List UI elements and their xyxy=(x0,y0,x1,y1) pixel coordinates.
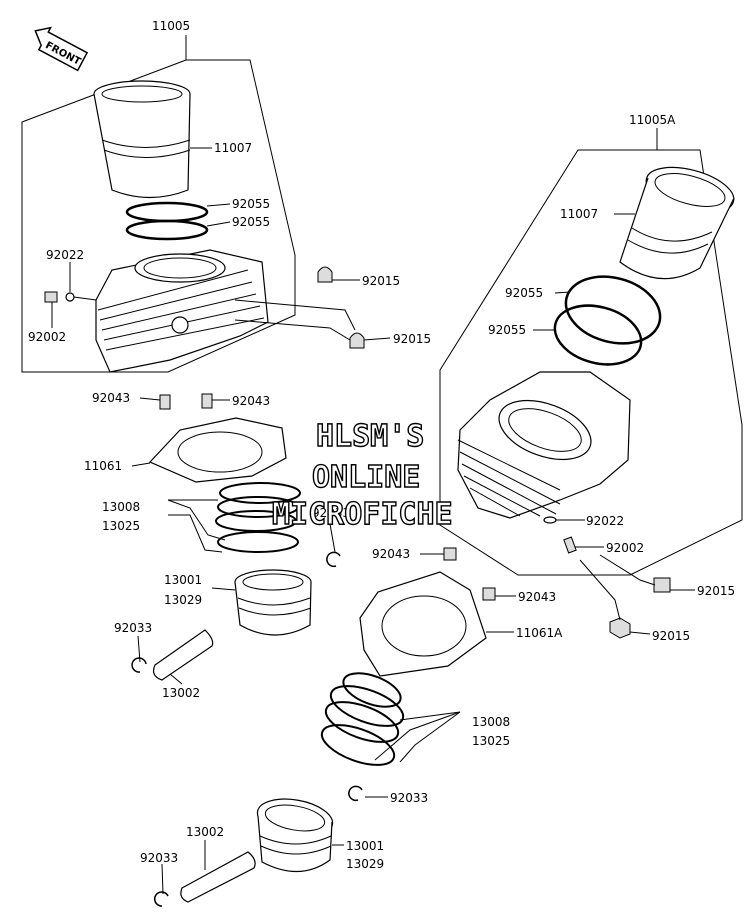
label-92033-left-2: 92033 xyxy=(114,621,152,635)
right-capnut-1 xyxy=(653,577,671,593)
left-oring-1 xyxy=(125,201,209,223)
label-92043-left-2: 92043 xyxy=(232,394,270,408)
label-92033-left-1: 92033 xyxy=(312,506,350,520)
label-13008-left: 13008 xyxy=(102,500,140,514)
right-oring-2 xyxy=(553,304,643,366)
label-92015-left-1: 92015 xyxy=(362,274,400,288)
right-circlip-2 xyxy=(153,891,169,907)
watermark-line-2: ONLINE xyxy=(312,460,420,495)
left-circlip-1 xyxy=(326,551,341,568)
left-ring-1 xyxy=(219,482,301,504)
left-dowel-2 xyxy=(201,393,213,409)
right-bolt xyxy=(563,536,577,554)
left-piston xyxy=(234,569,312,636)
left-circlip-2 xyxy=(131,657,147,673)
label-13025-left: 13025 xyxy=(102,519,140,533)
label-13001-right: 13001 xyxy=(346,839,384,853)
label-13002-left: 13002 xyxy=(162,686,200,700)
right-capnut-2 xyxy=(609,617,631,639)
left-cylinder-group: 11005 11007 92055 92055 92022 92002 9201… xyxy=(21,19,431,700)
watermark: HLSM'S ONLINE MICROFICHE xyxy=(271,418,453,532)
right-base-gasket xyxy=(359,571,487,677)
label-92022-left: 92022 xyxy=(46,248,84,262)
right-cylinder-block xyxy=(457,371,631,519)
label-92043-left-1: 92043 xyxy=(92,391,130,405)
left-oring-2 xyxy=(125,219,209,241)
label-11005A: 11005A xyxy=(629,113,676,127)
right-liner xyxy=(619,166,735,280)
label-11061: 11061 xyxy=(84,459,122,473)
label-92002-left: 92002 xyxy=(28,330,66,344)
left-piston-pin xyxy=(152,629,214,681)
label-11061A: 11061A xyxy=(516,626,563,640)
left-ring-4 xyxy=(217,531,299,553)
right-ring-4 xyxy=(320,724,396,766)
left-liner xyxy=(93,80,191,199)
left-ring-2 xyxy=(217,496,299,518)
right-circlip-1 xyxy=(348,785,363,802)
left-base-gasket xyxy=(148,417,287,483)
right-ring-1 xyxy=(342,672,402,708)
label-92022-right: 92022 xyxy=(586,514,624,528)
label-92055-left-1: 92055 xyxy=(232,197,270,211)
left-cylinder-block xyxy=(95,249,269,373)
left-capnut-1 xyxy=(317,266,333,283)
label-13008-right: 13008 xyxy=(472,715,510,729)
left-ring-3 xyxy=(215,510,297,532)
right-cylinder-group: 11005A 11007 92055 92055 92022 92002 920… xyxy=(140,113,743,907)
label-92055-right-1: 92055 xyxy=(505,286,543,300)
label-92043-right-1: 92043 xyxy=(372,547,410,561)
label-92033-right-2: 92033 xyxy=(140,851,178,865)
label-11007-left: 11007 xyxy=(214,141,252,155)
label-92043-right-2: 92043 xyxy=(518,590,556,604)
front-arrow-icon: FRONT xyxy=(34,26,89,72)
label-13029-right: 13029 xyxy=(346,857,384,871)
left-dowel-1 xyxy=(159,394,171,410)
label-92015-left-2: 92015 xyxy=(393,332,431,346)
label-92002-right: 92002 xyxy=(606,541,644,555)
right-dowel-2 xyxy=(482,587,496,601)
left-bolt xyxy=(44,291,58,303)
label-13002-right: 13002 xyxy=(186,825,224,839)
label-13025-right: 13025 xyxy=(472,734,510,748)
watermark-line-3: MICROFICHE xyxy=(272,497,453,532)
watermark-line-1: HLSM'S xyxy=(316,419,424,454)
label-92055-left-2: 92055 xyxy=(232,215,270,229)
left-capnut-2 xyxy=(349,332,365,349)
right-ring-3 xyxy=(324,701,400,743)
right-ring-2 xyxy=(329,685,405,727)
label-13029-left: 13029 xyxy=(164,593,202,607)
label-92015-right-2: 92015 xyxy=(652,629,690,643)
label-92033-right-1: 92033 xyxy=(390,791,428,805)
label-11007-right: 11007 xyxy=(560,207,598,221)
right-piston xyxy=(256,798,334,873)
right-piston-pin xyxy=(180,851,256,903)
right-dowel-1 xyxy=(443,547,457,561)
label-92015-right-1: 92015 xyxy=(697,584,735,598)
left-washer xyxy=(65,292,75,302)
label-92055-right-2: 92055 xyxy=(488,323,526,337)
right-oring-1 xyxy=(564,275,662,345)
right-gasket-washer xyxy=(543,516,557,524)
label-11005: 11005 xyxy=(152,19,190,33)
label-13001-left: 13001 xyxy=(164,573,202,587)
